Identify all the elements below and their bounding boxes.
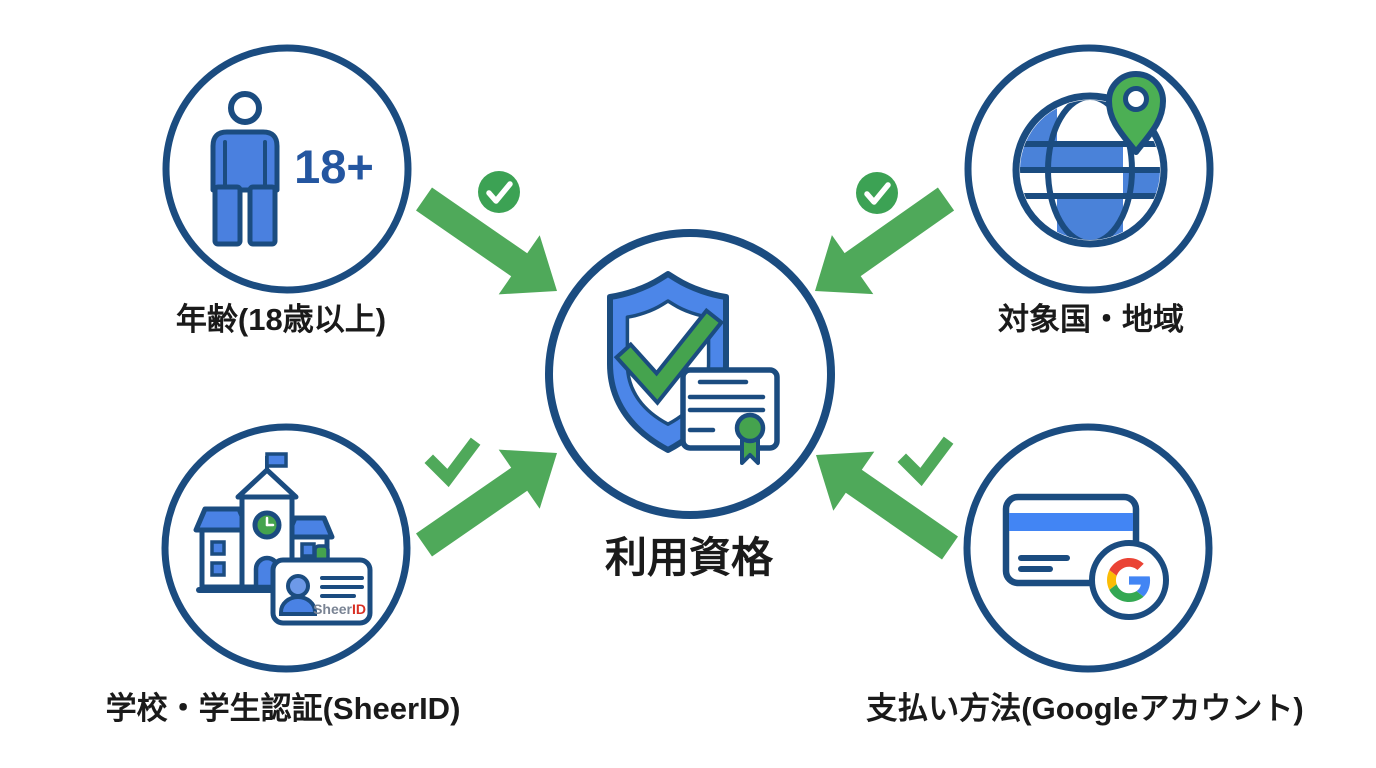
- arrow-school-to-center-icon: [416, 449, 557, 557]
- check-badge-icon: [478, 171, 520, 213]
- globe-icon: [1012, 92, 1168, 248]
- person-icon: [210, 91, 280, 247]
- node-age-label: 年齢(18歳以上): [175, 302, 387, 337]
- node-age: 18+: [157, 39, 417, 299]
- node-payment-label: 支払い方法(Googleアカウント): [866, 691, 1304, 726]
- location-pin-icon: [1106, 71, 1166, 155]
- arrow-payment-to-center-icon: [816, 451, 958, 560]
- sheerid-logo-prefix: Sheer: [313, 601, 352, 617]
- node-payment: [958, 418, 1218, 678]
- node-school-label: 学校・学生認証(SheerID): [105, 691, 461, 726]
- arrow-age-to-center-icon: [416, 187, 557, 295]
- arrow-region-to-center-icon: [815, 187, 955, 295]
- center-label: 利用資格: [604, 534, 774, 581]
- check-icon: [897, 436, 954, 487]
- sheerid-logo-suffix: ID: [352, 601, 366, 617]
- sheerid-logo-text: SheerID: [313, 601, 366, 617]
- google-account-icon: [1089, 540, 1169, 620]
- node-eligibility: [540, 224, 840, 524]
- age-badge-text: 18+: [294, 140, 374, 193]
- node-region-label: 対象国・地域: [998, 302, 1184, 337]
- certificate-icon: [680, 367, 780, 465]
- check-badge-icon: [856, 172, 898, 214]
- sheerid-card-icon: SheerID: [270, 544, 373, 626]
- node-school: SheerID: [156, 418, 416, 678]
- node-region: [959, 39, 1219, 299]
- check-icon: [424, 437, 481, 488]
